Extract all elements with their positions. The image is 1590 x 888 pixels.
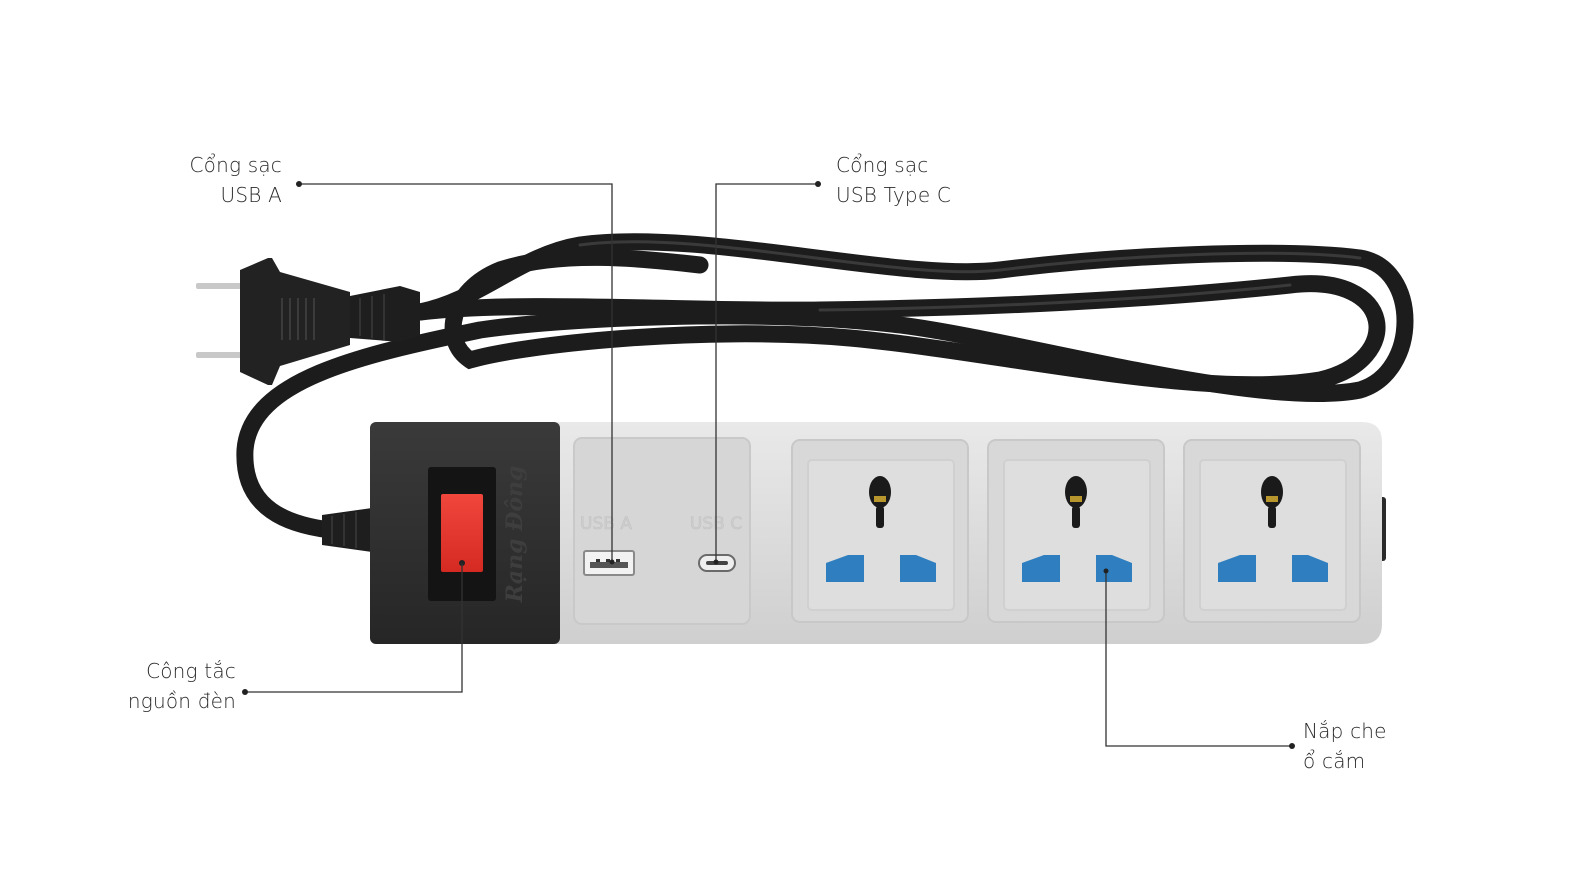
cable-highlight-2: [818, 283, 1292, 312]
callout-socket-cover-line2: ổ cắm: [1303, 749, 1366, 773]
callout-usb-a: Cổng sạc USB A: [150, 150, 282, 210]
power-switch[interactable]: [441, 494, 483, 572]
callout-usb-a-line1: Cổng sạc: [189, 153, 282, 177]
socket-3[interactable]: [1183, 439, 1361, 623]
callout-switch: Công tắc nguồn đèn: [96, 656, 236, 716]
callout-socket-cover-line1: Nắp che: [1303, 719, 1387, 743]
socket-shutter-right: [900, 555, 936, 582]
socket-2[interactable]: [987, 439, 1165, 623]
strip-strain-relief: [322, 508, 372, 552]
brand-logo: Rạng Đông: [502, 466, 528, 604]
leader-lines: [245, 183, 1292, 747]
usb-a-port-label: USB A: [580, 514, 632, 534]
callout-usb-c-line1: Cổng sạc: [836, 153, 929, 177]
leader-dots: [242, 181, 1295, 749]
cable-highlight: [578, 240, 1362, 274]
plug-pin-bottom: [196, 352, 244, 358]
plug-body: [240, 258, 350, 385]
callout-socket-cover: Nắp che ổ cắm: [1303, 716, 1453, 776]
plug-pin-top: [196, 283, 244, 289]
callout-switch-line2: nguồn đèn: [127, 689, 236, 713]
usb-panel: [573, 437, 751, 625]
callout-usb-c: Cổng sạc USB Type C: [836, 150, 1036, 210]
leader-socket-cover: [1105, 571, 1292, 747]
socket-1[interactable]: [791, 439, 969, 623]
leader-usb-c: [715, 183, 818, 562]
power-strip: Rạng Đông USB A USB C: [370, 422, 1386, 644]
plug-grip-lines: [281, 298, 315, 340]
socket-shutter-left: [826, 555, 864, 582]
leader-switch: [245, 563, 463, 693]
power-cable: [236, 233, 1414, 539]
callout-usb-a-line2: USB A: [220, 183, 282, 207]
callout-usb-c-line2: USB Type C: [836, 183, 952, 207]
callout-switch-line1: Công tắc: [146, 659, 236, 683]
usb-a-port[interactable]: [583, 550, 635, 576]
leader-usb-a: [299, 183, 613, 562]
plug: [196, 258, 420, 385]
